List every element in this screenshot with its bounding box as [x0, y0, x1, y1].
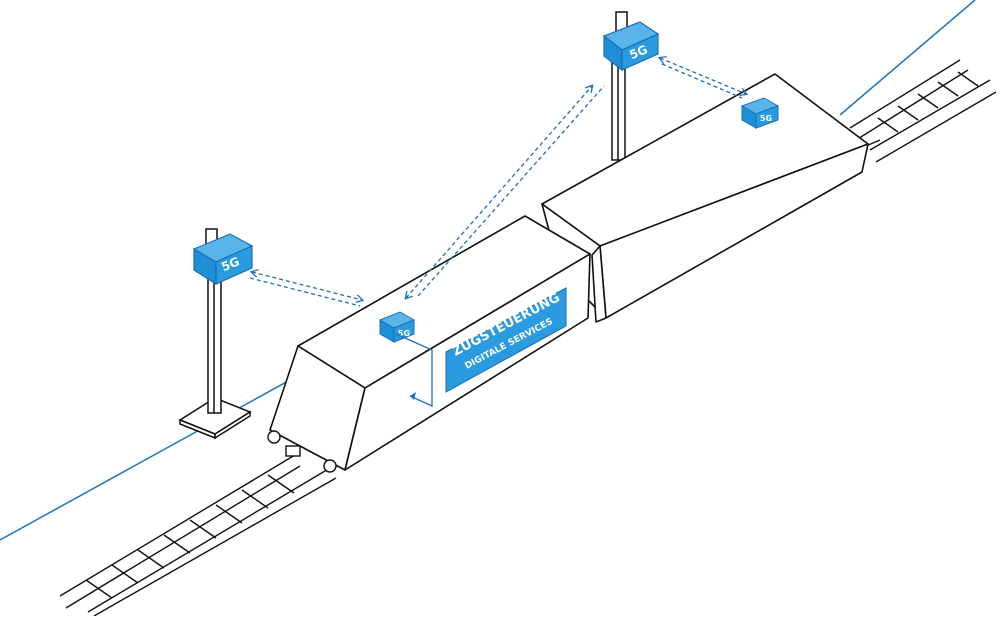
module-5g-front: 5G [378, 311, 416, 343]
train-car-front [269, 215, 591, 471]
module-wiring [395, 333, 433, 408]
track-rear [849, 59, 997, 163]
module-label-rear: 5G [760, 114, 772, 123]
module-label-front: 5G [398, 329, 410, 338]
radio-links [250, 58, 746, 307]
track-front [59, 454, 337, 617]
antenna-5g-right: 5G [602, 21, 660, 72]
antenna-mast-right [611, 11, 628, 161]
train-undercarriage [267, 430, 337, 473]
train-car-rear [541, 73, 869, 323]
antenna-label-left: 5G [219, 254, 241, 274]
antenna-label-right: 5G [627, 42, 649, 62]
antenna-5g-left: 5G [192, 233, 254, 286]
ground-line [0, 0, 976, 541]
module-5g-rear: 5G [740, 97, 780, 129]
